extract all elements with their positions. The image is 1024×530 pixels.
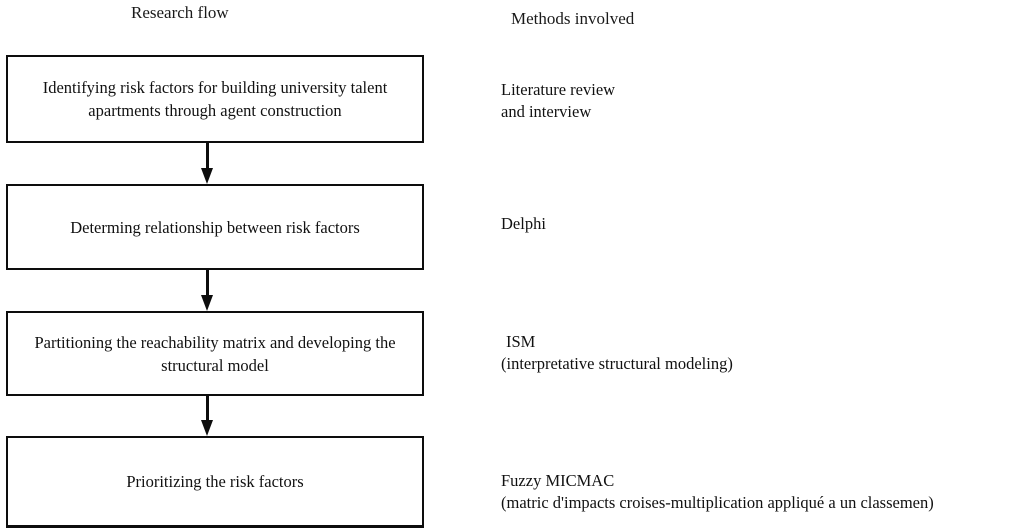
flow-box-step-3: Partitioning the reachability matrix and… bbox=[6, 311, 424, 396]
flow-box-step-3-label: Partitioning the reachability matrix and… bbox=[34, 332, 396, 375]
arrow-shaft bbox=[206, 143, 209, 169]
down-arrow-icon bbox=[201, 295, 213, 311]
flow-box-step-2-label: Determing relationship between risk fact… bbox=[70, 217, 360, 237]
arrow-shaft bbox=[206, 270, 209, 296]
method-label-step-3-line-2: (interpretative structural modeling) bbox=[501, 354, 733, 373]
arrow-step-3-to-step-4 bbox=[201, 396, 214, 436]
flow-box-step-4-label: Prioritizing the risk factors bbox=[126, 472, 304, 491]
method-label-step-2-line-1: Delphi bbox=[501, 214, 546, 233]
method-label-step-4-line-1: Fuzzy MICMAC bbox=[501, 471, 615, 490]
method-label-step-3: ISM (interpretative structural modeling) bbox=[501, 331, 733, 375]
method-label-step-2: Delphi bbox=[501, 213, 546, 235]
arrow-shaft bbox=[206, 396, 209, 421]
method-label-step-4-line-2: (matric d'impacts croises-multiplication… bbox=[501, 493, 934, 512]
method-label-step-4: Fuzzy MICMAC (matric d'impacts croises-m… bbox=[501, 470, 934, 514]
flow-box-step-2: Determing relationship between risk fact… bbox=[6, 184, 424, 270]
method-label-step-1-line-2: and interview bbox=[501, 102, 592, 121]
column-header-research-flow: Research flow bbox=[131, 3, 229, 22]
method-label-step-1-line-1: Literature review bbox=[501, 80, 616, 99]
flow-box-step-1-label: Identifying risk factors for building un… bbox=[42, 78, 388, 120]
method-label-step-1: Literature review and interview bbox=[501, 79, 615, 123]
down-arrow-icon bbox=[201, 168, 213, 184]
arrow-step-1-to-step-2 bbox=[201, 143, 214, 184]
method-label-step-3-line-1: ISM bbox=[506, 332, 536, 351]
arrow-step-2-to-step-3 bbox=[201, 270, 214, 311]
down-arrow-icon bbox=[201, 420, 213, 436]
flow-box-step-1: Identifying risk factors for building un… bbox=[6, 55, 424, 143]
flow-box-step-4: Prioritizing the risk factors bbox=[6, 436, 424, 528]
column-header-methods-involved: Methods involved bbox=[511, 9, 635, 28]
